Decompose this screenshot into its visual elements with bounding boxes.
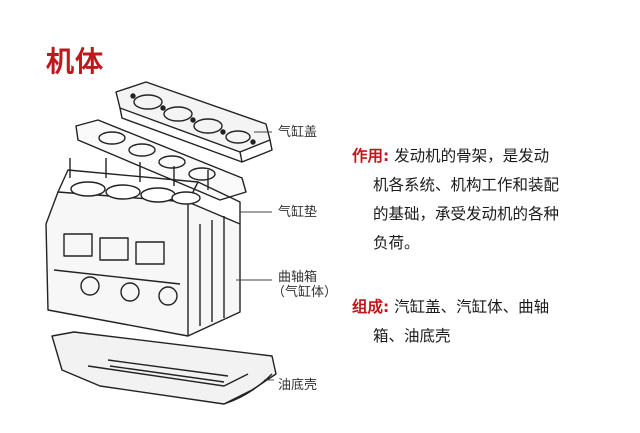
oil-pan-drawing <box>51 331 277 405</box>
label-crankcase-note: （气缸体） <box>272 285 338 300</box>
function-line-4: 负荷。 <box>373 234 420 252</box>
slide-title: 机体 <box>46 45 105 78</box>
function-line-1: 发动机的骨架，是发动 <box>389 147 550 165</box>
composition-line-2: 箱、油底壳 <box>373 327 451 345</box>
label-cylinder-head: 气缸盖 <box>278 125 318 140</box>
composition-first-line: 组成: 汽缸盖、汽缸体、曲轴 <box>352 293 549 322</box>
cylinder-head-drawing <box>115 81 273 163</box>
label-oil-pan: 油底壳 <box>278 378 318 393</box>
cylinder-block-drawing <box>45 158 241 337</box>
composition-description: 组成: 汽缸盖、汽缸体、曲轴 箱、油底壳 <box>352 293 549 351</box>
label-crankcase-name: 曲轴箱 <box>278 270 318 285</box>
head-gasket-drawing <box>75 119 247 201</box>
function-line-2: 机各系统、机构工作和装配 <box>373 176 560 194</box>
function-line-3: 的基础，承受发动机的各种 <box>373 205 560 223</box>
composition-line-1: 汽缸盖、汽缸体、曲轴 <box>389 298 550 316</box>
label-head-gasket: 气缸垫 <box>278 205 318 220</box>
engine-block-illustration <box>45 81 277 405</box>
function-key: 作用: <box>352 147 390 165</box>
function-description: 作用: 发动机的骨架，是发动 机各系统、机构工作和装配 的基础，承受发动机的各种… <box>352 142 559 258</box>
composition-key: 组成: <box>352 298 390 316</box>
function-first-line: 作用: 发动机的骨架，是发动 <box>352 142 559 171</box>
label-crankcase: 曲轴箱 （气缸体） <box>272 270 337 300</box>
